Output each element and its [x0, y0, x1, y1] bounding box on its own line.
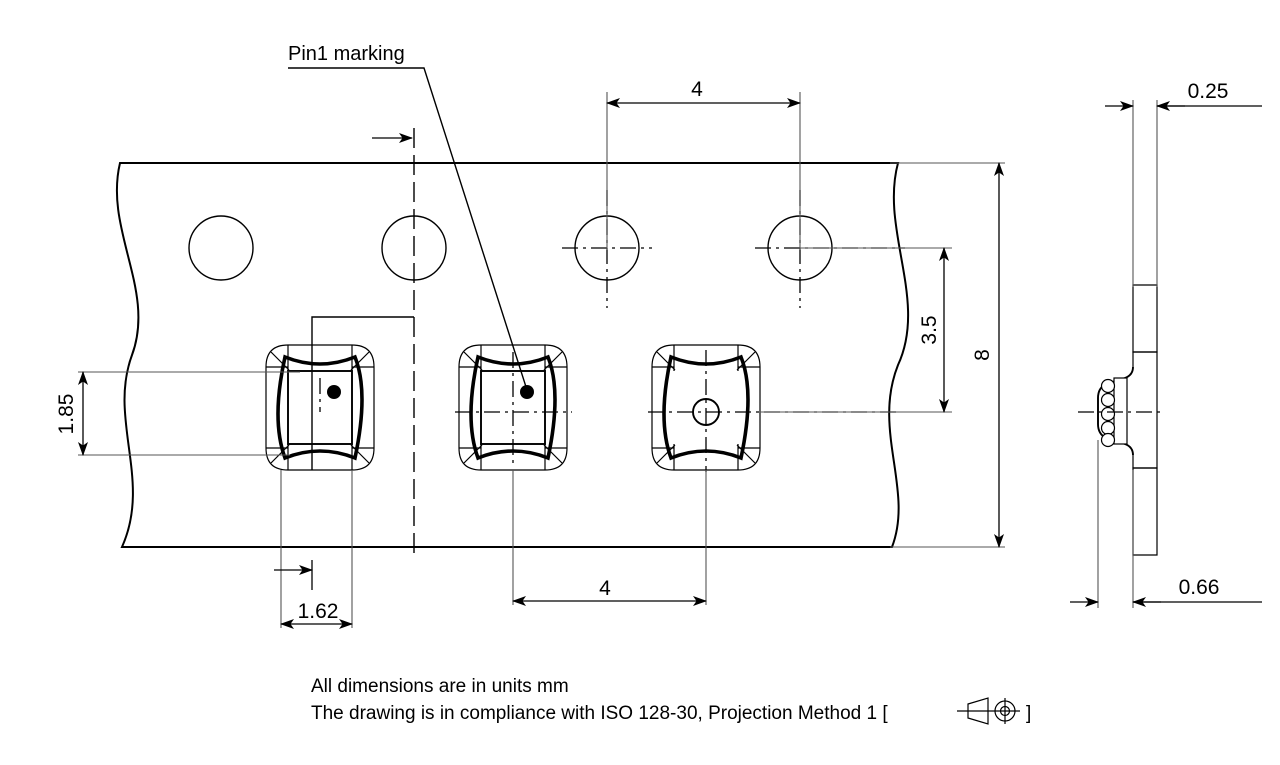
- pin1-marking-annotation: Pin1 marking: [288, 43, 528, 391]
- sprocket-hole-group: [188, 215, 833, 281]
- section-pocket-cavity: [1097, 351, 1158, 469]
- dimension-hole-to-pocket: 3.5: [760, 247, 952, 413]
- sprocket-hole-1: [188, 215, 254, 281]
- component-pocket-2: [455, 344, 572, 471]
- dimension-pocket-offset-vertical-value: 1.85: [55, 394, 78, 435]
- carrier-tape-section-view: 0.25 0.66: [1070, 80, 1262, 608]
- section-component: [1100, 377, 1128, 448]
- component-pocket-3: [648, 344, 900, 472]
- sprocket-centerline-group: [413, 128, 905, 560]
- standard-note-close: ]: [1026, 703, 1031, 724]
- dimension-pitch-bottom-value: 4: [599, 577, 611, 600]
- pin1-dot-pocket-2: [520, 385, 534, 399]
- dimension-tape-width: 8: [890, 162, 1005, 548]
- iso-projection-method-1-icon: [957, 697, 1020, 725]
- pin1-marking-label: Pin1 marking: [288, 43, 405, 65]
- drawing-notes: All dimensions are in units mm The drawi…: [311, 676, 1031, 725]
- dimension-tape-width-value: 8: [971, 349, 994, 361]
- dimension-pocket-offset-horizontal: 1.62: [274, 470, 353, 629]
- pin1-dot-pocket-1: [327, 385, 341, 399]
- standard-note: The drawing is in compliance with ISO 12…: [311, 703, 888, 724]
- section-tape-strip: [1132, 284, 1158, 556]
- pocket-1-step-leader: [311, 316, 414, 470]
- dimension-pocket-offset-horizontal-value: 1.62: [298, 600, 339, 623]
- dimension-pocket-offset-vertical: 1.85: [55, 371, 300, 456]
- dimension-tape-thickness: 0.25: [1105, 80, 1262, 287]
- units-note: All dimensions are in units mm: [311, 676, 569, 697]
- dimension-pitch-top: 4: [606, 78, 801, 250]
- carrier-tape-plan-view: Pin1 marking 4 4 3.5: [55, 43, 1005, 629]
- component-pocket-1: [265, 344, 375, 471]
- dimension-pitch-bottom: 4: [512, 470, 707, 606]
- dimension-pocket-depth: 0.66: [1070, 440, 1262, 608]
- dimension-pitch-top-value: 4: [691, 78, 703, 101]
- dimension-pocket-depth-value: 0.66: [1179, 576, 1220, 599]
- dimension-hole-to-pocket-value: 3.5: [918, 315, 941, 344]
- pin1-leader-line: [288, 67, 528, 391]
- dimension-tape-thickness-value: 0.25: [1188, 80, 1229, 103]
